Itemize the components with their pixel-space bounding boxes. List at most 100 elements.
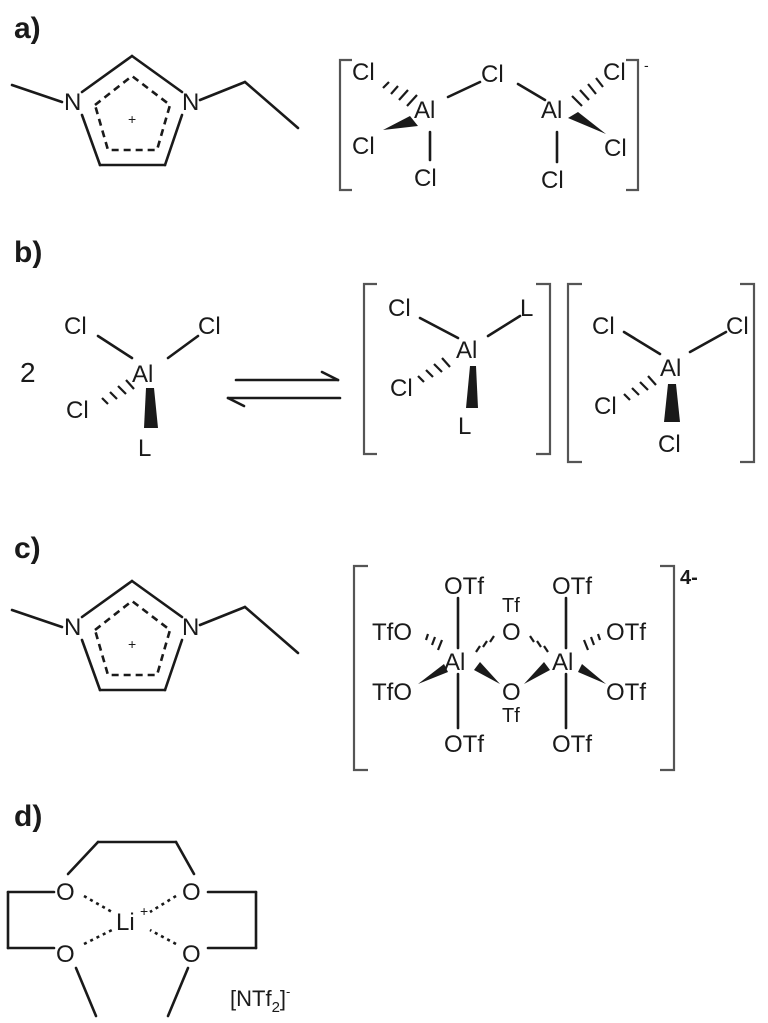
aluminium-triflate-dimer-anion: 4- bbox=[352, 564, 698, 772]
ligand-otf: OTf bbox=[552, 573, 592, 600]
left-bracket bbox=[338, 58, 352, 192]
bond bbox=[166, 966, 190, 1018]
bridge-tf: Tf bbox=[502, 595, 520, 617]
panel-c: c) N N + 4- bbox=[10, 532, 698, 772]
ligand-tfo: TfO bbox=[372, 619, 412, 646]
ligand-otf: OTf bbox=[606, 619, 646, 646]
atom-cl: Cl bbox=[198, 313, 221, 340]
atom-al: Al bbox=[444, 649, 465, 676]
bond bbox=[66, 840, 100, 876]
atom-al: Al bbox=[456, 337, 477, 364]
bridge-o: O bbox=[502, 619, 521, 646]
atom-al: Al bbox=[132, 361, 153, 388]
atom-cl: Cl bbox=[658, 431, 681, 458]
stoichiometric-coefficient: 2 bbox=[20, 357, 36, 388]
ligand-otf: OTf bbox=[552, 731, 592, 758]
right-bracket bbox=[626, 58, 640, 192]
imidazolium-cation-a: N N + bbox=[10, 54, 300, 167]
li-charge: + bbox=[140, 903, 148, 919]
hashed-bond bbox=[417, 357, 451, 383]
ethyl-bond bbox=[243, 80, 300, 130]
ring-bond bbox=[163, 638, 184, 692]
panel-b: b) 2 Cl Cl Al Cl L bbox=[14, 236, 756, 464]
ligand-otf: OTf bbox=[606, 679, 646, 706]
left-bracket bbox=[362, 282, 377, 456]
panel-a: a) N N + - bbox=[10, 12, 649, 194]
coordination-bond bbox=[83, 894, 113, 914]
atom-cl: Cl bbox=[414, 165, 437, 192]
forward-arrow-head bbox=[320, 370, 340, 382]
bond bbox=[174, 840, 196, 876]
atom-cl: Cl bbox=[352, 59, 375, 86]
bond bbox=[96, 334, 134, 360]
panel-d: d) O O Li + O O bbox=[6, 800, 290, 1018]
atom-n: N bbox=[182, 614, 199, 641]
hashed-bond bbox=[529, 635, 549, 653]
wedge-bond bbox=[568, 112, 606, 134]
ring-bond bbox=[80, 638, 102, 692]
reverse-arrow-head bbox=[226, 396, 246, 408]
left-bracket bbox=[352, 564, 368, 772]
atom-cl: Cl bbox=[352, 133, 375, 160]
atom-cl: Cl bbox=[390, 375, 413, 402]
hashed-bond bbox=[101, 379, 135, 405]
wedge-bond bbox=[524, 662, 550, 684]
ethyl-bond bbox=[198, 605, 247, 627]
atom-al: Al bbox=[541, 97, 562, 124]
atom-cl: Cl bbox=[66, 397, 89, 424]
hashed-bond bbox=[424, 633, 444, 651]
ring-bond bbox=[80, 54, 134, 94]
ligand-tfo: TfO bbox=[372, 679, 412, 706]
bond bbox=[486, 314, 522, 338]
ligand-l: L bbox=[138, 435, 151, 462]
cation-charge: + bbox=[128, 111, 136, 127]
ring-bond bbox=[80, 113, 102, 167]
bridge-bond bbox=[446, 80, 482, 99]
atom-al: Al bbox=[552, 649, 573, 676]
atom-cl: Cl bbox=[603, 59, 626, 86]
hashed-bond bbox=[623, 375, 657, 401]
bond bbox=[418, 316, 460, 340]
bridge-bond bbox=[516, 82, 547, 102]
panel-a-label: a) bbox=[14, 12, 41, 45]
coordination-bond bbox=[83, 928, 113, 946]
atom-cl: Cl bbox=[604, 135, 627, 162]
coordination-bond bbox=[149, 928, 177, 946]
hashed-bond bbox=[475, 635, 495, 653]
ring-bond bbox=[130, 579, 184, 619]
wedge-bond bbox=[664, 384, 680, 422]
wedge-bond bbox=[144, 388, 158, 428]
bridge-o: O bbox=[502, 679, 521, 706]
ligand-l: L bbox=[520, 295, 533, 322]
atom-li: Li bbox=[116, 909, 135, 936]
wedge-bond bbox=[383, 116, 418, 130]
ntf2-counterion: [NTf2]- bbox=[230, 984, 290, 1016]
right-bracket bbox=[740, 282, 756, 464]
reactant-alcl3-ligand: 2 Cl Cl Al Cl L bbox=[20, 313, 221, 462]
product-cation-alcl2-l2: Cl L Al Cl L bbox=[362, 282, 552, 456]
wedge-bond bbox=[578, 664, 606, 684]
heptachlorodialuminate-anion: - Cl Cl Cl Al Cl Al Cl Cl bbox=[338, 57, 649, 194]
atom-cl: Cl bbox=[592, 313, 615, 340]
atom-o: O bbox=[182, 941, 201, 968]
anion-charge: 4- bbox=[680, 567, 698, 589]
atom-n: N bbox=[64, 614, 81, 641]
bridge-tf: Tf bbox=[502, 705, 520, 727]
atom-cl-bridge: Cl bbox=[481, 61, 504, 88]
coordination-bond bbox=[149, 894, 177, 914]
hashed-bond bbox=[582, 633, 602, 651]
atom-cl: Cl bbox=[64, 313, 87, 340]
atom-n: N bbox=[182, 89, 199, 116]
bond bbox=[622, 330, 662, 356]
methyl-bond bbox=[10, 83, 64, 104]
left-bracket bbox=[566, 282, 582, 464]
right-bracket bbox=[660, 564, 676, 772]
hashed-bond bbox=[571, 77, 604, 107]
ring-bond bbox=[130, 54, 184, 94]
right-bracket bbox=[536, 282, 552, 456]
wedge-bond bbox=[474, 662, 500, 684]
delocalized-ring bbox=[93, 74, 172, 152]
atom-o: O bbox=[56, 879, 75, 906]
delocalized-ring bbox=[93, 599, 172, 677]
imidazolium-cation-c: N N + bbox=[10, 579, 300, 692]
